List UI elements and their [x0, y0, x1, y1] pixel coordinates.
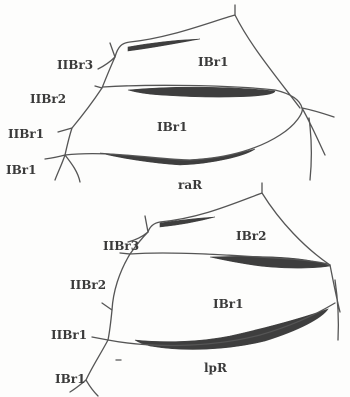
branch-label-bottom-2: IIBr2 — [70, 278, 106, 292]
cell-label-top-upper: IBr1 — [198, 55, 228, 69]
thick-band-bottom-lower — [135, 309, 328, 349]
cell-label-top-middle: IBr1 — [157, 120, 187, 134]
branch-label-bottom-4: IBr1 — [55, 372, 85, 386]
thick-band-top-lower — [100, 149, 255, 165]
region-label-top: raR — [178, 178, 203, 192]
region-label-bottom: lpR — [204, 361, 228, 375]
branch-label-top-3: IIBr1 — [8, 127, 44, 141]
vein-top-right-a — [302, 108, 325, 155]
thick-band-bottom-upper — [160, 217, 215, 227]
vein-top-left-2 — [110, 43, 115, 57]
vein-top-right-b — [309, 118, 311, 180]
vein-top-left-7 — [65, 155, 80, 182]
vein-bottom-right-b — [335, 280, 338, 340]
vein-bottom-left-5 — [92, 337, 108, 340]
vein-top-left-4 — [58, 128, 72, 132]
branch-label-top-1: IIBr3 — [57, 58, 93, 72]
branch-label-top-2: IIBr2 — [30, 92, 66, 106]
vein-top-left-3 — [95, 86, 102, 88]
cell-label-bottom-upper: IBr2 — [236, 229, 266, 243]
vein-bottom-left-3 — [120, 253, 130, 254]
vein-bottom-left-2 — [145, 216, 148, 232]
cell-label-bottom-middle: IBr1 — [213, 297, 243, 311]
vein-top-left-5 — [45, 155, 65, 159]
branch-label-top-4: IBr1 — [6, 163, 36, 177]
vein-bottom-left-4 — [102, 303, 112, 310]
vein-bottom-left-7 — [86, 380, 98, 396]
panel-top — [45, 5, 334, 182]
branch-label-bottom-3: IIBr1 — [51, 328, 87, 342]
branch-label-bottom-1: IIBr3 — [103, 239, 139, 253]
vein-top-lower — [65, 108, 302, 160]
vein-top-left-6 — [55, 155, 65, 180]
vein-bottom-left-spine — [86, 232, 148, 380]
